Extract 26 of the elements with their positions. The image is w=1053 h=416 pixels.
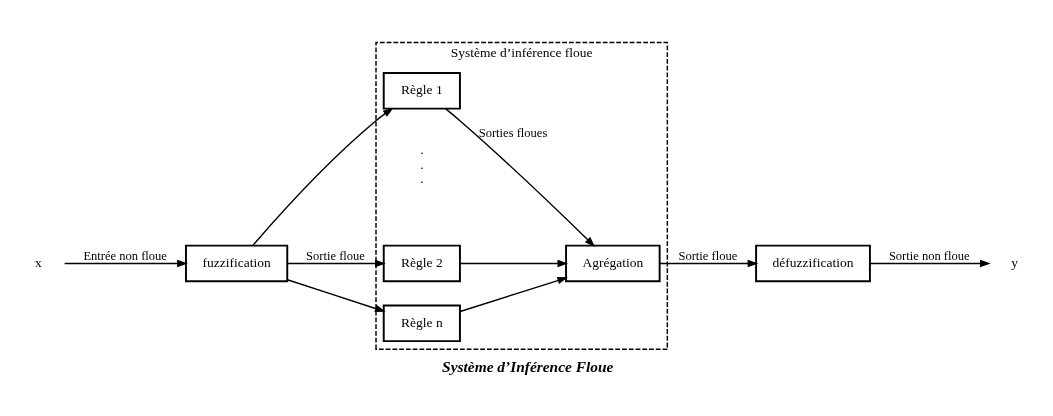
arrow xyxy=(459,276,568,312)
arrow xyxy=(286,259,386,267)
label: . xyxy=(420,141,424,157)
edge-label: Sortie non floue xyxy=(888,248,970,263)
node-box: Règle n xyxy=(382,304,461,342)
arrow xyxy=(251,107,394,246)
caption: Système d’Inférence Floue xyxy=(442,357,614,375)
node-text: x xyxy=(35,254,42,270)
edge-label: Sortie floue xyxy=(306,248,365,263)
label: . xyxy=(420,170,424,186)
arrow xyxy=(445,107,596,247)
node-box: Agrégation xyxy=(565,244,661,282)
arrow xyxy=(459,259,569,267)
label: . xyxy=(420,156,424,172)
node-box: défuzzification xyxy=(755,244,871,282)
edge-label: Entrée non floue xyxy=(83,248,167,263)
edge-label: Sorties floues xyxy=(478,125,548,140)
arrow xyxy=(63,259,188,267)
edge-label: Sortie floue xyxy=(678,248,738,263)
node-text: y xyxy=(1011,254,1018,270)
node-box: fuzzification xyxy=(185,244,289,282)
node-box: Règle 1 xyxy=(382,71,461,110)
node-box: Règle 2 xyxy=(382,244,461,282)
arrow xyxy=(659,259,759,267)
arrow xyxy=(869,259,991,267)
arrow xyxy=(286,278,386,312)
